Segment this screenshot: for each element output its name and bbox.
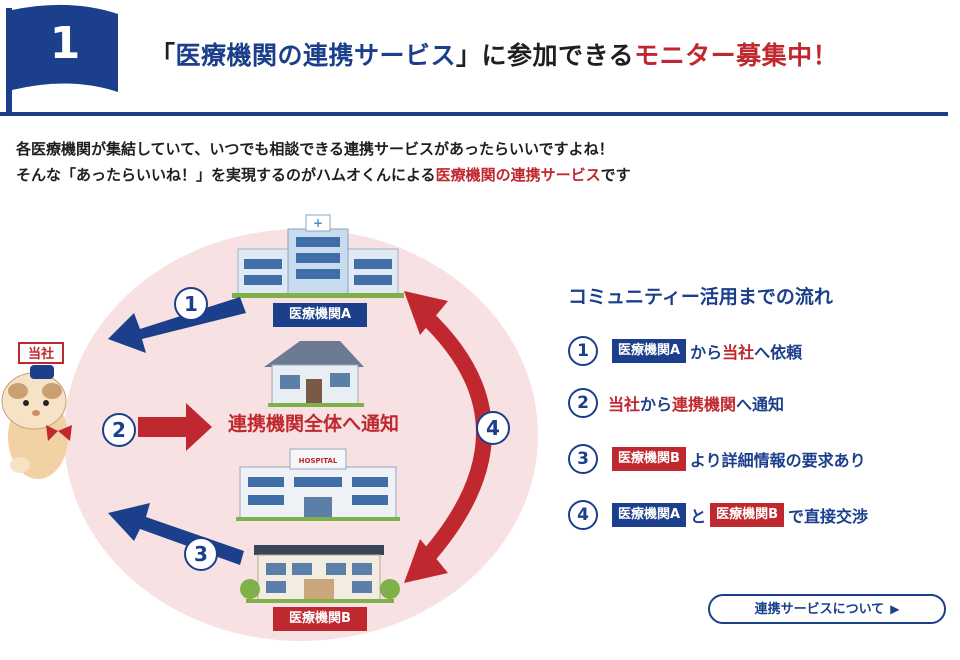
flow-step-number: 4 bbox=[568, 500, 598, 530]
step-circle-4: 4 bbox=[476, 411, 510, 445]
flow-step-3: 3 医療機関B より詳細情報の要求あり bbox=[568, 442, 958, 476]
flow-step-4: 4 医療機関A と 医療機関B で直接交渉 bbox=[568, 498, 958, 532]
flow-text: から bbox=[690, 343, 723, 362]
flow-text: へ通知 bbox=[736, 395, 785, 414]
house-icon bbox=[264, 341, 364, 407]
svg-text:+: + bbox=[313, 216, 323, 230]
arrow-step-1 bbox=[108, 297, 246, 353]
arrow-step-4 bbox=[404, 291, 492, 583]
title-open-bracket: 「 bbox=[150, 41, 176, 70]
step-circle-1: 1 bbox=[174, 287, 208, 321]
flow-step-1: 1 医療機関A から当社へ依頼 bbox=[568, 334, 958, 368]
intro-line-2-post: です bbox=[600, 166, 631, 184]
chip-institution-b: 医療機関B bbox=[612, 447, 686, 471]
flow-panel: コミュニティー活用までの流れ 1 医療機関A から当社へ依頼 2 当社から連携機… bbox=[568, 282, 958, 542]
flow-text-highlight: 当社 bbox=[608, 395, 641, 414]
step-circle-3: 3 bbox=[184, 537, 218, 571]
service-diagram: + HOSPITAL bbox=[0, 205, 560, 660]
hospital-a-icon: + bbox=[232, 214, 404, 298]
institution-a-label: 医療機関A bbox=[273, 303, 367, 327]
section-number: 1 bbox=[49, 18, 81, 69]
flow-step-number: 3 bbox=[568, 444, 598, 474]
arrow-step-2 bbox=[138, 403, 212, 451]
hamster-mascot-icon bbox=[1, 365, 72, 479]
flow-step-number: 2 bbox=[568, 388, 598, 418]
play-arrow-icon: ▶ bbox=[890, 602, 900, 616]
flow-text-highlight: 当社 bbox=[722, 343, 755, 362]
arrow-step-3 bbox=[108, 503, 244, 565]
section-header: 1 「医療機関の連携サービス」に参加できるモニター募集中！ bbox=[0, 0, 960, 120]
flow-text: から bbox=[640, 395, 673, 414]
flag-icon bbox=[6, 4, 118, 112]
institution-b-label: 医療機関B bbox=[273, 607, 367, 631]
flow-text: で直接交渉 bbox=[788, 507, 869, 526]
chip-institution-a: 医療機関A bbox=[612, 339, 687, 363]
intro-text: 各医療機関が集結していて、いつでも相談できる連携サービスがあったらいいですよね！… bbox=[16, 136, 946, 188]
self-company-label: 当社 bbox=[18, 342, 64, 364]
about-service-button[interactable]: 連携サービスについて ▶ bbox=[708, 594, 946, 624]
flow-text-highlight: 連携機関 bbox=[672, 395, 737, 414]
intro-line-2-pre: そんな「あったらいいね！」を実現するのがハムオくんによる bbox=[16, 166, 436, 184]
flow-step-number: 1 bbox=[568, 336, 598, 366]
chip-institution-a: 医療機関A bbox=[612, 503, 687, 527]
hospital-sign-text: HOSPITAL bbox=[299, 457, 338, 465]
page-title: 「医療機関の連携サービス」に参加できるモニター募集中！ bbox=[150, 36, 950, 72]
intro-line-1: 各医療機関が集結していて、いつでも相談できる連携サービスがあったらいいですよね！ bbox=[16, 140, 614, 158]
title-middle: に参加できる bbox=[481, 41, 635, 70]
chip-institution-b: 医療機関B bbox=[710, 503, 784, 527]
diagram-graphics: + HOSPITAL bbox=[1, 214, 492, 603]
header-rule bbox=[0, 112, 948, 116]
intro-line-2-highlight: 医療機関の連携サービス bbox=[435, 166, 601, 184]
hospital-b-icon bbox=[240, 545, 400, 603]
flow-title: コミュニティー活用までの流れ bbox=[568, 286, 833, 308]
title-monitor-recruit: モニター募集中！ bbox=[634, 41, 839, 70]
flow-text: へ依頼 bbox=[754, 343, 803, 362]
flow-step-2: 2 当社から連携機関へ通知 bbox=[568, 386, 958, 420]
flow-text: と bbox=[690, 507, 707, 526]
flow-text: より詳細情報の要求あり bbox=[689, 451, 866, 470]
hospital-building-icon: HOSPITAL bbox=[236, 448, 400, 521]
intro-line-2: そんな「あったらいいね！」を実現するのがハムオくんによる医療機関の連携サービスで… bbox=[16, 162, 946, 188]
step-circle-2: 2 bbox=[102, 413, 136, 447]
notify-all-label: 連携機関全体へ通知 bbox=[228, 413, 400, 435]
title-close-bracket: 」 bbox=[456, 41, 482, 70]
about-service-label: 連携サービスについて bbox=[754, 602, 885, 617]
title-service-name: 医療機関の連携サービス bbox=[175, 41, 457, 70]
